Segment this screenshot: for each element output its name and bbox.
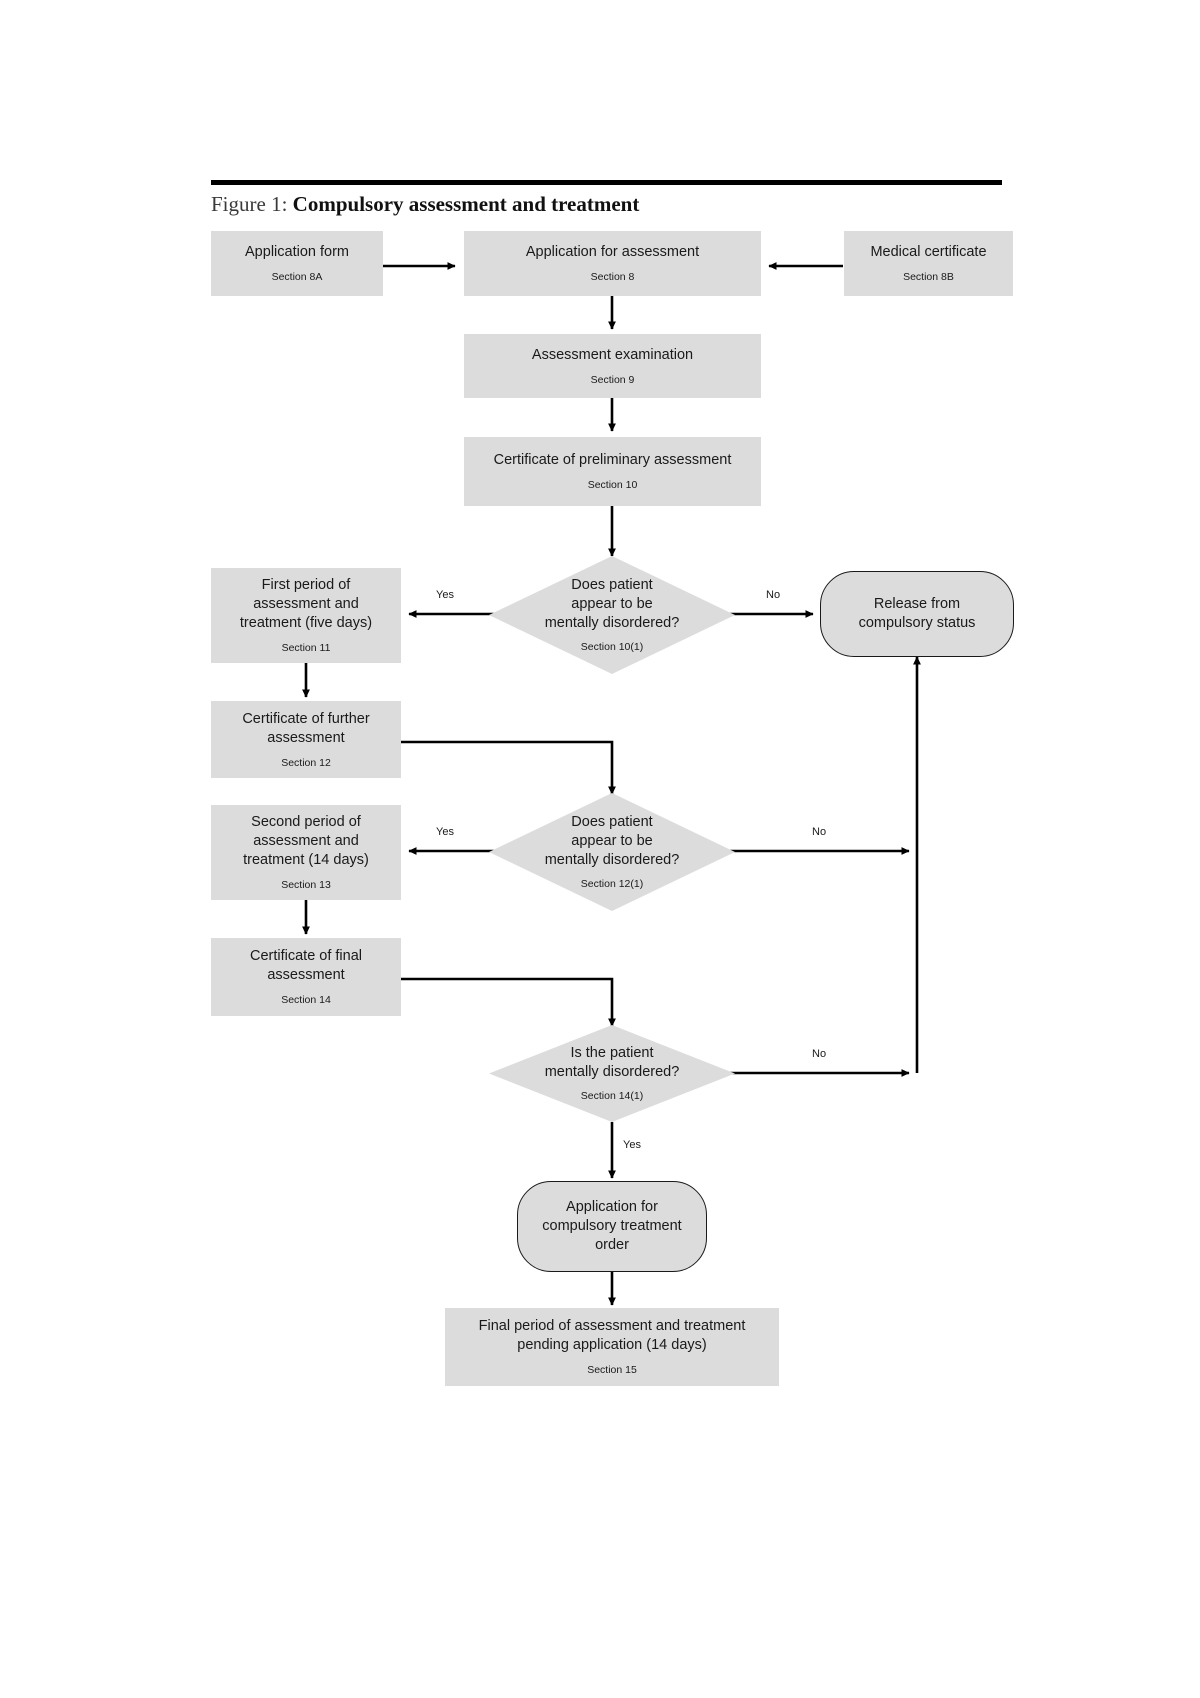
node-second-period[interactable]: Second period of assessment and treatmen… <box>211 805 401 900</box>
node-application-form-section: Section 8A <box>271 271 323 283</box>
node-application-form[interactable]: Application form Section 8A <box>211 231 383 296</box>
node-application-for-assessment-title: Application for assessment <box>525 244 700 260</box>
node-application-compulsory-treatment-order-title: Application for compulsory treatment ord… <box>542 1199 682 1253</box>
edge-cert-further-to-decision12 <box>400 740 616 795</box>
node-medical-certificate[interactable]: Medical certificate Section 8B <box>844 231 1013 296</box>
node-application-form-title: Application form <box>245 244 349 260</box>
node-medical-certificate-title: Medical certificate <box>870 244 987 260</box>
node-certificate-preliminary-assessment[interactable]: Certificate of preliminary assessment Se… <box>464 437 761 506</box>
node-certificate-further-assessment[interactable]: Certificate of further assessment Sectio… <box>211 701 401 778</box>
node-decision-12-1[interactable]: Does patient appear to be mentally disor… <box>489 793 735 911</box>
node-application-for-assessment-section: Section 8 <box>590 271 635 283</box>
node-certificate-final-assessment-title: Certificate of final assessment <box>249 948 363 983</box>
node-first-period-title: First period of assessment and treatment… <box>239 577 373 631</box>
node-assessment-examination-section: Section 9 <box>590 373 635 386</box>
node-release-from-compulsory-status[interactable]: Release from compulsory status <box>820 571 1014 657</box>
edge-cert-final-to-decision14 <box>400 977 616 1027</box>
edge-label-no-10: No <box>766 589 781 601</box>
node-final-period-section: Section 15 <box>587 1364 637 1376</box>
figure-label: Figure 1: <box>211 192 288 216</box>
node-certificate-further-assessment-section: Section 12 <box>281 756 331 769</box>
node-decision-14-1[interactable]: Is the patient mentally disordered? Sect… <box>489 1025 735 1122</box>
node-release-from-compulsory-status-title: Release from compulsory status <box>858 596 976 631</box>
node-decision-10-1[interactable]: Does patient appear to be mentally disor… <box>489 556 735 674</box>
title-rule <box>211 180 1002 185</box>
edge-label-yes-10: Yes <box>436 589 454 601</box>
node-application-compulsory-treatment-order[interactable]: Application for compulsory treatment ord… <box>517 1181 707 1272</box>
edge-label-no-12: No <box>812 826 827 838</box>
node-second-period-title: Second period of assessment and treatmen… <box>243 814 369 868</box>
node-certificate-preliminary-assessment-title: Certificate of preliminary assessment <box>493 452 732 468</box>
node-second-period-section: Section 13 <box>281 879 331 891</box>
node-assessment-examination[interactable]: Assessment examination Section 9 <box>464 334 761 398</box>
node-final-period-title: Final period of assessment and treatment… <box>478 1318 746 1353</box>
edge-label-yes-12: Yes <box>436 826 454 838</box>
node-first-period[interactable]: First period of assessment and treatment… <box>211 568 401 663</box>
figure-title-text: Compulsory assessment and treatment <box>292 192 640 216</box>
node-certificate-further-assessment-title: Certificate of further assessment <box>242 710 370 746</box>
diamond-shape-10-1 <box>489 556 735 674</box>
diamond-shape-14-1 <box>489 1025 735 1122</box>
edge-label-yes-14: Yes <box>623 1139 641 1151</box>
node-assessment-examination-title: Assessment examination <box>531 346 694 363</box>
diamond-shape-12-1 <box>489 793 735 911</box>
node-first-period-section: Section 11 <box>281 642 331 654</box>
node-certificate-final-assessment-section: Section 14 <box>281 994 331 1006</box>
figure-title: Figure 1: Compulsory assessment and trea… <box>211 192 639 217</box>
edge-label-no-14: No <box>812 1048 827 1060</box>
node-final-period[interactable]: Final period of assessment and treatment… <box>445 1308 779 1386</box>
node-application-for-assessment[interactable]: Application for assessment Section 8 <box>464 231 761 296</box>
node-medical-certificate-section: Section 8B <box>903 271 954 283</box>
node-certificate-final-assessment[interactable]: Certificate of final assessment Section … <box>211 938 401 1016</box>
node-certificate-preliminary-assessment-section: Section 10 <box>587 479 638 491</box>
